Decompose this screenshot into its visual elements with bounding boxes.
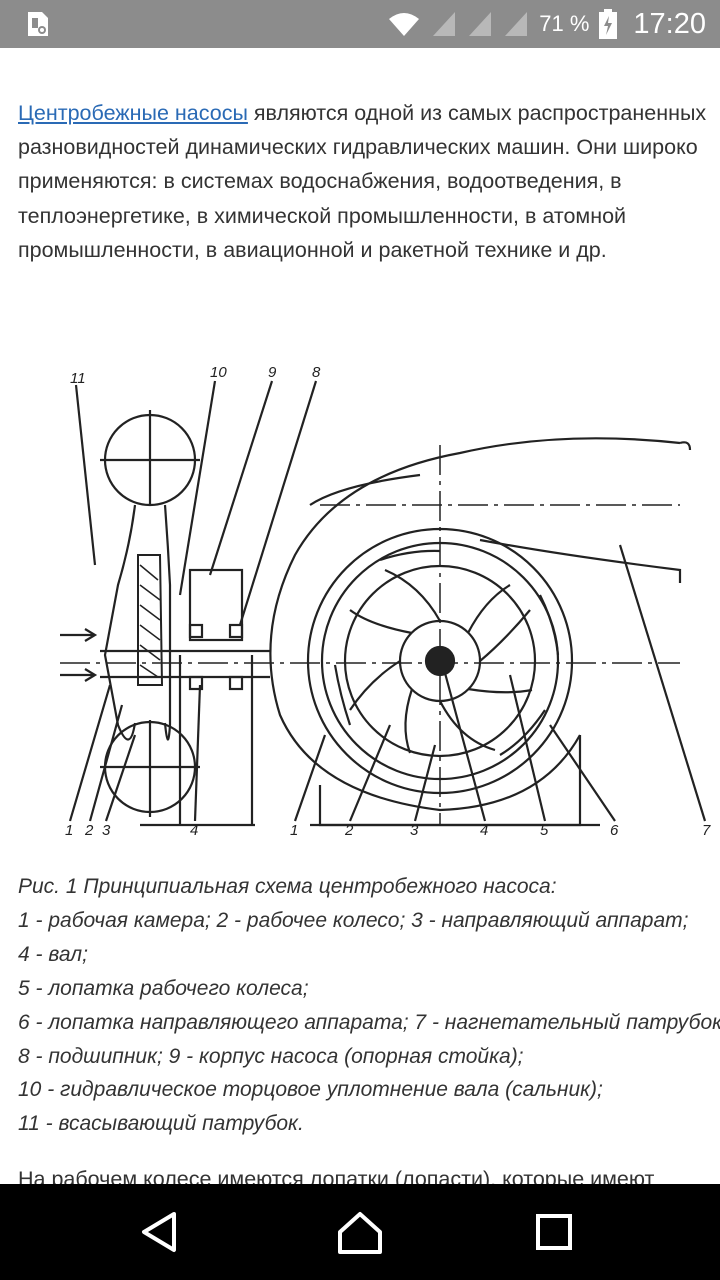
label-3-right: 3 (410, 822, 419, 839)
wifi-icon (389, 13, 420, 36)
signal-icon-2 (469, 12, 492, 36)
sim-settings-icon (28, 12, 48, 36)
label-1-left: 1 (65, 822, 73, 839)
intro-paragraph: Центробежные насосы являются одной из са… (18, 96, 718, 267)
intro-text: являются одной из самых распространенных… (18, 101, 707, 262)
next-paragraph: На рабочем колесе имеются лопатки (лопас… (18, 1167, 655, 1184)
clock: 17:20 (633, 7, 706, 40)
label-8: 8 (312, 364, 321, 381)
label-5: 5 (540, 822, 549, 839)
centrifugal-pumps-link[interactable]: Центробежные насосы (18, 101, 248, 125)
recent-apps-icon[interactable] (530, 1208, 578, 1256)
label-2-right: 2 (344, 822, 354, 839)
battery-charging-icon (599, 9, 618, 39)
status-bar: 71 % 17:20 (0, 0, 720, 48)
caption-line: 10 - гидравлическое торцовое уплотнение … (18, 1078, 603, 1102)
navigation-bar (0, 1184, 720, 1280)
caption-line: Рис. 1 Принципиальная схема центробежног… (18, 875, 557, 898)
label-2-left: 2 (84, 822, 94, 839)
label-3-left: 3 (102, 822, 111, 839)
label-9: 9 (268, 364, 277, 381)
label-4-right: 4 (480, 822, 488, 839)
label-10: 10 (210, 364, 227, 381)
caption-line: 8 - подшипник; 9 - корпус насоса (опорна… (18, 1044, 524, 1068)
label-1-right: 1 (290, 822, 298, 839)
label-11: 11 (70, 370, 86, 387)
signal-icon-3 (505, 12, 528, 36)
caption-line: 11 - всасывающий патрубок. (18, 1112, 304, 1136)
caption-line: 4 - вал; (18, 942, 88, 966)
battery-percent: 71 % (539, 11, 590, 36)
caption-line: 5 - лопатка рабочего колеса; (18, 976, 309, 1000)
label-4-left: 4 (190, 822, 198, 839)
back-icon[interactable] (136, 1208, 184, 1256)
label-6: 6 (610, 822, 619, 839)
label-7: 7 (702, 822, 711, 839)
home-icon[interactable] (336, 1208, 384, 1256)
figure-caption: Рис. 1 Принципиальная схема центробежног… (18, 870, 720, 1141)
pump-diagram: 11 10 9 8 (60, 364, 711, 839)
caption-line: 1 - рабочая камера; 2 - рабочее колесо; … (18, 908, 689, 932)
caption-line: 6 - лопатка направляющего аппарата; 7 - … (18, 1010, 720, 1034)
signal-icon (433, 12, 456, 36)
article-content[interactable]: Центробежные насосы являются одной из са… (0, 48, 720, 1184)
